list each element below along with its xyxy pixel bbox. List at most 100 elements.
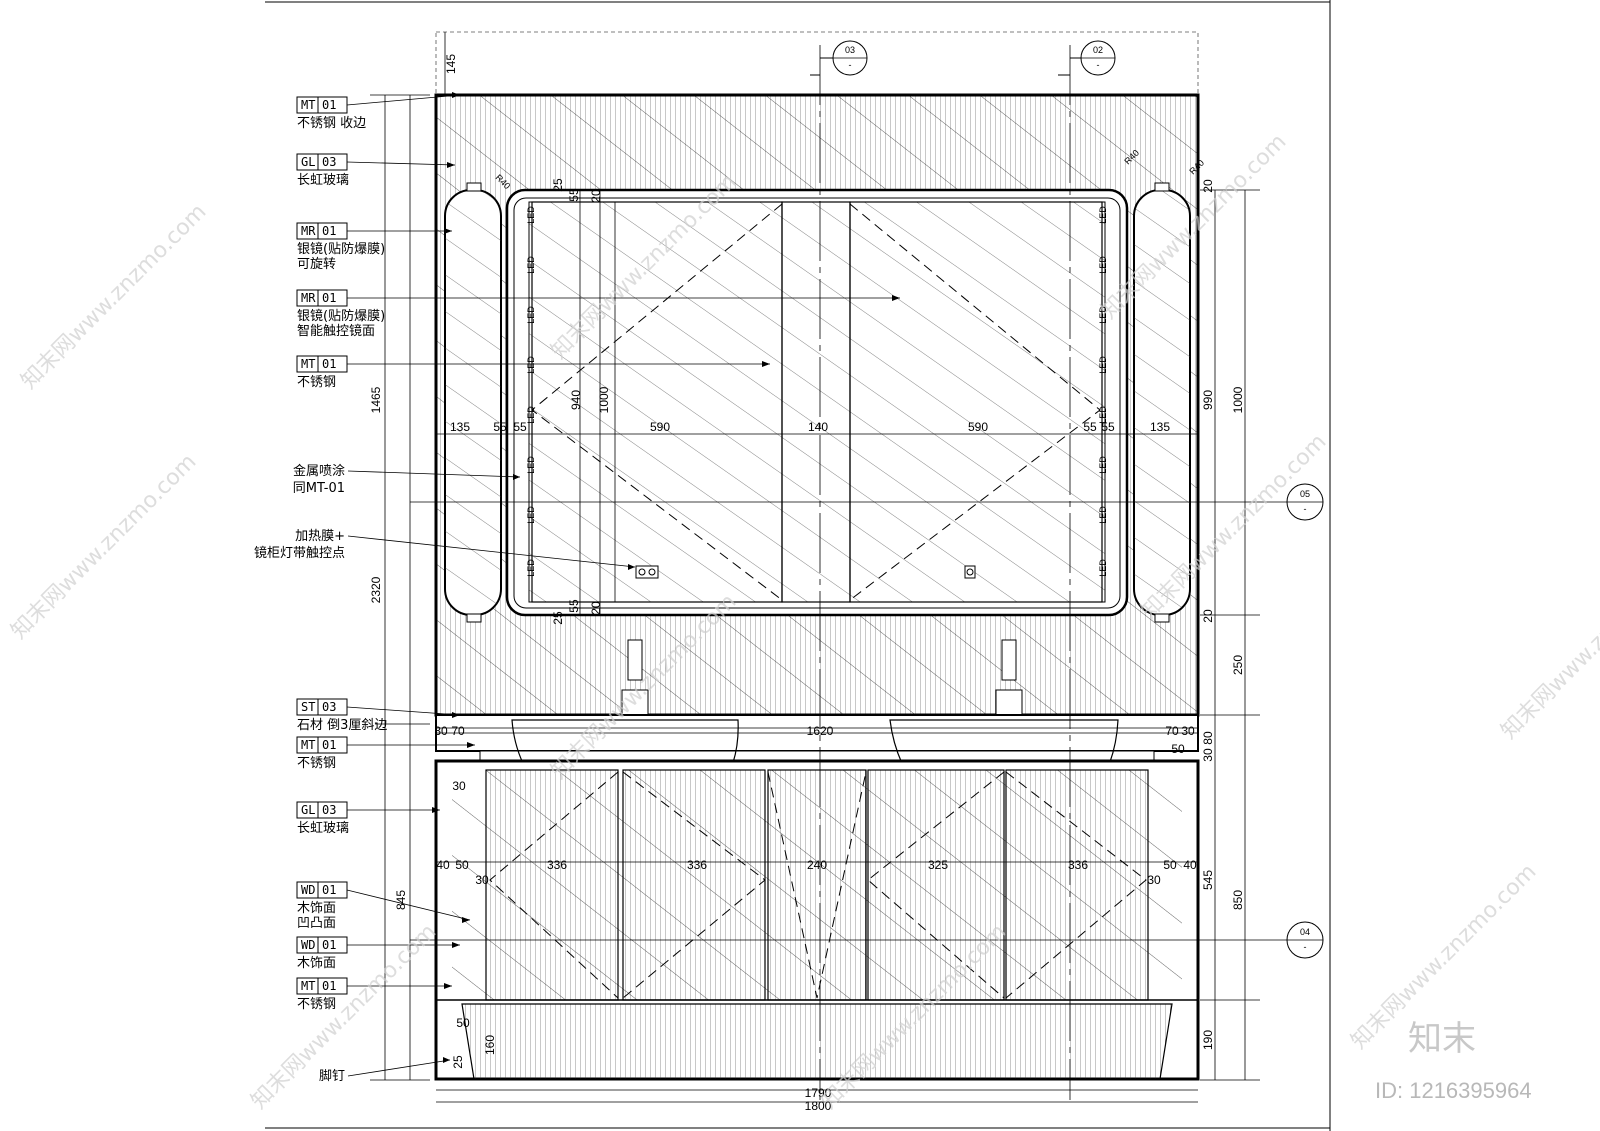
dimension-value: 1000 [1231, 386, 1245, 413]
dimension-value: 990 [1201, 390, 1215, 410]
material-tag-mr: MR 01 银镜(贴防爆膜)智能触控镜面 [296, 289, 900, 339]
tag-description: 不锈钢 [297, 375, 336, 390]
cabinet-door-3 [767, 769, 867, 1001]
svg-text:02: 02 [1093, 45, 1103, 55]
dimension-texts: 1451465232084510002508509902020545190308… [369, 54, 1245, 1113]
led-label: LED [1098, 406, 1108, 424]
tag-description: 木饰面 [297, 956, 336, 971]
tag-description: 不锈钢 [297, 997, 336, 1012]
dimension-value: 40 [1183, 858, 1197, 872]
led-label: LED [526, 306, 536, 324]
svg-text:01: 01 [322, 98, 336, 112]
led-label: LED [526, 206, 536, 224]
tag-description: 长虹玻璃 [297, 173, 349, 188]
dimension-value: 30 [434, 724, 448, 738]
dimension-value: 55 [493, 420, 507, 434]
dimension-value: 160 [483, 1035, 497, 1055]
svg-text:-: - [849, 60, 852, 70]
material-note: 脚钉 [319, 1057, 451, 1084]
material-tag-st: ST 03 石材 倒3厘斜边 [296, 698, 461, 733]
dimension-value: 20 [589, 189, 603, 203]
dimension-value: 30 [452, 779, 466, 793]
mirror-door-right [849, 201, 1103, 603]
dimension-value: 55 [1083, 420, 1097, 434]
led-label: LED [526, 559, 536, 577]
led-label: LED [526, 356, 536, 374]
tag-description: 银镜(贴防爆膜) [297, 308, 385, 324]
dimension-value: 590 [650, 420, 670, 434]
dimension-value: 940 [569, 390, 583, 410]
svg-text:MT: MT [301, 979, 315, 993]
svg-text:同MT-01: 同MT-01 [293, 481, 345, 496]
svg-text:加热膜+: 加热膜+ [295, 529, 345, 544]
watermark-text: 知末网www.znzmo.com [17, 199, 212, 394]
dimension-value: 55 [567, 599, 581, 613]
dimension-value: 25 [451, 1055, 465, 1069]
svg-text:03: 03 [322, 700, 336, 714]
dimension-value: 70 [451, 724, 465, 738]
svg-text:ST: ST [301, 700, 315, 714]
dimension-value: 30 [1181, 724, 1195, 738]
faucet-left [627, 639, 643, 681]
callout-03: 03 - [820, 40, 868, 76]
dimension-value: 55 [513, 420, 527, 434]
dimension-value: 240 [807, 858, 827, 872]
led-label: LED [1098, 456, 1108, 474]
dimension-value: 25 [551, 178, 565, 192]
cabinet-plinth [461, 1003, 1173, 1080]
tag-description: 不锈钢 收边 [297, 116, 366, 131]
dimension-value: 135 [1150, 420, 1170, 434]
svg-text:-: - [1097, 60, 1100, 70]
svg-text:MR: MR [301, 291, 316, 305]
svg-text:01: 01 [322, 979, 336, 993]
cabinet-door-1 [485, 769, 619, 1001]
led-label: LED [1098, 206, 1108, 224]
dimension-value: 850 [1231, 890, 1245, 910]
svg-text:01: 01 [322, 291, 336, 305]
dimension-value: 325 [928, 858, 948, 872]
led-label: LED [526, 256, 536, 274]
svg-text:MR: MR [301, 224, 316, 238]
dimension-value: 135 [450, 420, 470, 434]
tag-description: 银镜(贴防爆膜) [297, 241, 385, 257]
callout-05: 05 - [1286, 483, 1324, 521]
led-label: LED [526, 506, 536, 524]
material-note: 加热膜+ 镜柜灯带触控点 [254, 529, 636, 570]
svg-text:05: 05 [1300, 489, 1310, 499]
svg-text:03: 03 [845, 45, 855, 55]
cabinet-door-4 [867, 769, 1005, 1001]
tag-description: 石材 倒3厘斜边 [297, 718, 387, 733]
tag-description: 不锈钢 [297, 756, 336, 771]
dimension-value: 25 [551, 611, 565, 625]
dimension-value: 2320 [369, 576, 383, 603]
dimension-value: 50 [1171, 742, 1185, 756]
dimension-value: 336 [687, 858, 707, 872]
dimension-value: 20 [1201, 179, 1215, 193]
dimension-value: 30 [475, 873, 489, 887]
svg-text:03: 03 [322, 803, 336, 817]
dimension-value: 55 [567, 188, 581, 202]
dimension-value: 1465 [369, 386, 383, 413]
svg-text:01: 01 [322, 357, 336, 371]
tag-description: 长虹玻璃 [297, 821, 349, 836]
svg-text:-: - [1304, 504, 1307, 514]
dimension-value: 1800 [805, 1099, 832, 1113]
svg-text:-: - [1304, 942, 1307, 952]
dimension-value: 590 [968, 420, 988, 434]
watermark-logo: 知末 [1408, 1019, 1476, 1059]
svg-text:01: 01 [322, 224, 336, 238]
svg-text:镜柜灯带触控点: 镜柜灯带触控点 [254, 546, 345, 561]
side-light-right-hatch [1134, 190, 1190, 615]
cabinet-door-2 [622, 769, 766, 1001]
led-label: LED [1098, 559, 1108, 577]
tag-description: 智能触控镜面 [297, 324, 375, 339]
dimension-value: 190 [1201, 1030, 1215, 1050]
watermark-id: ID: 1216395964 [1375, 1078, 1532, 1103]
